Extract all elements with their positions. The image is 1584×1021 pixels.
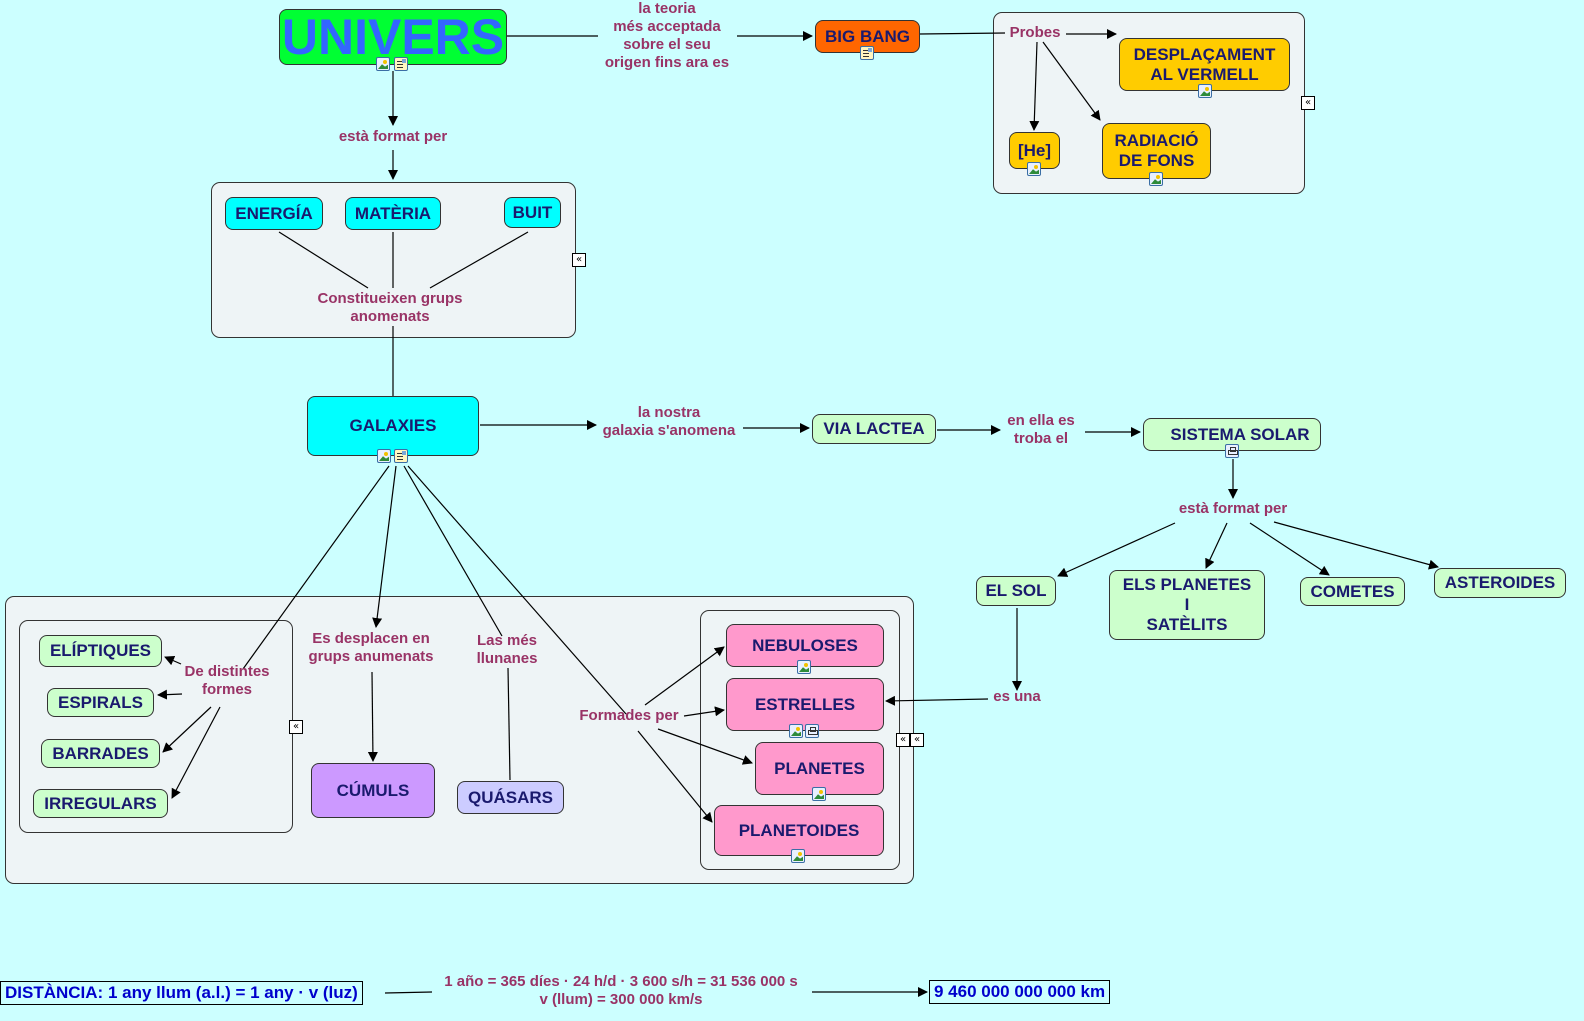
node-cometes[interactable]: COMETES [1300, 577, 1405, 606]
edge-format-elsol [1057, 522, 1176, 577]
link-constitueixen[interactable]: Constitueixen grups anomenats [317, 290, 463, 325]
node-quasars[interactable]: QUÁSARS [457, 781, 564, 814]
concept-map-icon[interactable] [805, 724, 819, 738]
edge-format-planetes [1205, 522, 1228, 569]
node-he[interactable]: [He] [1009, 132, 1060, 169]
concept-map-icon[interactable] [1225, 444, 1239, 458]
collapse-probes-group-button[interactable]: « [1301, 96, 1315, 110]
light-year-result[interactable]: 9 460 000 000 000 km [929, 980, 1111, 1004]
link-probes[interactable]: Probes [1009, 24, 1061, 41]
node-big-bang[interactable]: BIG BANG [815, 20, 920, 53]
link-esta-format-per-univers[interactable]: està format per [338, 128, 448, 145]
link-teoria[interactable]: la teoria més acceptada sobre el seu ori… [604, 0, 730, 71]
node-galaxies[interactable]: GALAXIES [307, 396, 479, 456]
edge-format-asteroides [1273, 521, 1439, 570]
edge-format-cometes [1249, 522, 1330, 576]
link-esta-format-per-sistema[interactable]: està format per [1178, 500, 1288, 517]
node-radiacio[interactable]: RADIACIÓ DE FONS [1102, 123, 1211, 179]
node-barrades[interactable]: BARRADES [41, 739, 160, 768]
node-eliptiques[interactable]: ELÍPTIQUES [39, 635, 162, 667]
collapse-components-group-button[interactable]: « [572, 253, 586, 267]
link-de-distintes[interactable]: De distintes formes [184, 663, 270, 698]
node-irregulars[interactable]: IRREGULARS [33, 789, 168, 818]
link-es-desplacen[interactable]: Es desplacen en grups anumenats [308, 630, 434, 665]
node-univers[interactable]: UNIVERS [279, 9, 507, 65]
image-icon[interactable] [1027, 162, 1041, 176]
link-es-una[interactable]: es una [993, 688, 1041, 705]
link-formades-per[interactable]: Formades per [579, 707, 679, 724]
node-planetes-satelits[interactable]: ELS PLANETES I SATÈLITS [1109, 570, 1265, 640]
node-asteroides[interactable]: ASTEROIDES [1434, 568, 1566, 598]
image-icon[interactable] [797, 660, 811, 674]
node-cumuls[interactable]: CÚMULS [311, 763, 435, 818]
node-materia[interactable]: MATÈRIA [345, 197, 441, 230]
collapse-shapes-group-button[interactable]: « [289, 720, 303, 734]
collapse-formation-group-button[interactable]: « [896, 733, 910, 747]
image-icon[interactable] [376, 57, 390, 71]
distance-formula[interactable]: DISTÀNCIA: 1 any llum (a.l.) = 1 any · v… [0, 981, 363, 1005]
link-en-ella[interactable]: en ella es troba el [1007, 412, 1075, 447]
image-icon[interactable] [789, 724, 803, 738]
document-icon[interactable] [860, 46, 874, 60]
image-icon[interactable] [791, 849, 805, 863]
node-el-sol[interactable]: EL SOL [976, 576, 1056, 606]
document-icon[interactable] [394, 57, 408, 71]
image-icon[interactable] [1149, 172, 1163, 186]
document-icon[interactable] [394, 449, 408, 463]
link-la-nostra[interactable]: la nostra galaxia s'anomena [602, 404, 736, 439]
node-buit[interactable]: BUIT [504, 197, 561, 228]
collapse-details-group-button[interactable]: « [910, 733, 924, 747]
node-espirals[interactable]: ESPIRALS [47, 688, 154, 717]
node-via-lactea[interactable]: VIA LACTEA [812, 414, 936, 444]
image-icon[interactable] [1198, 84, 1212, 98]
image-icon[interactable] [812, 787, 826, 801]
node-planetoides[interactable]: PLANETOIDES [714, 805, 884, 856]
node-desplacament[interactable]: DESPLAÇAMENT AL VERMELL [1119, 38, 1290, 91]
node-energia[interactable]: ENERGÍA [225, 197, 323, 230]
image-icon[interactable] [377, 449, 391, 463]
edge-distancia-calc [384, 991, 433, 994]
link-las-mes[interactable]: Las més llunanes [476, 632, 538, 667]
node-estrelles[interactable]: ESTRELLES [726, 678, 884, 731]
year-calculation[interactable]: 1 año = 365 díes · 24 h/d · 3 600 s/h = … [444, 973, 798, 1008]
